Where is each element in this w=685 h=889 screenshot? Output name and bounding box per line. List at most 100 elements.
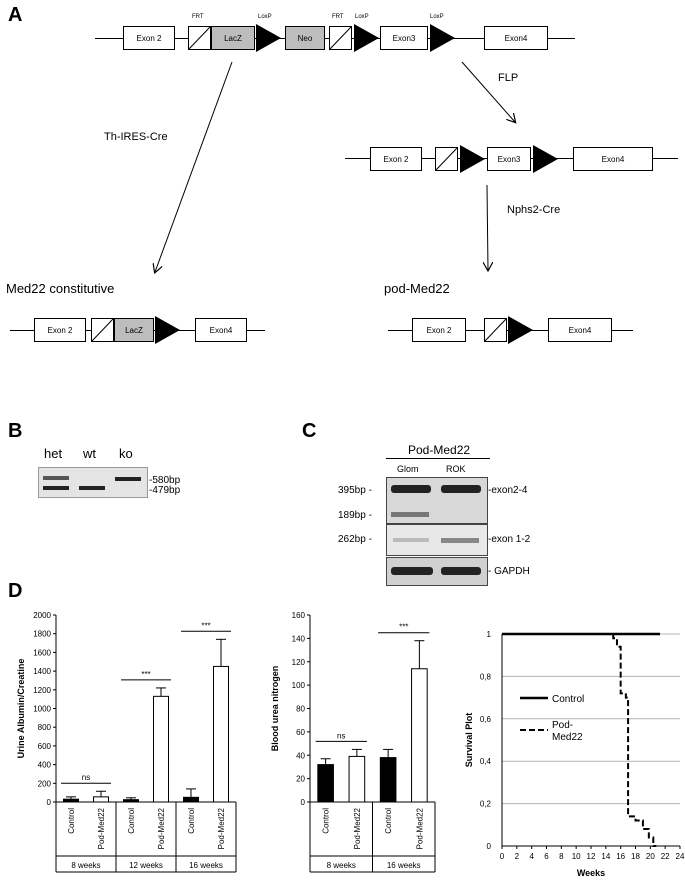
bun-group-label: 8 weeks: [327, 861, 356, 870]
band-wt: [79, 486, 105, 490]
mid-frt-icon: [435, 147, 458, 171]
label-exon1-2: -exon 1-2: [488, 534, 531, 545]
urine-bar: [153, 695, 169, 803]
survival-ytick-label: 1: [487, 630, 492, 639]
bun-ytick-label: 40: [296, 751, 305, 760]
survival-xtick-label: 4: [529, 852, 534, 861]
band-rok-395: [441, 485, 481, 493]
bun-ytick-label: 0: [301, 798, 306, 807]
bun-category-label: Pod-Med22: [353, 807, 362, 849]
urine-ytick-label: 600: [38, 742, 52, 751]
bun-ytick-label: 100: [292, 681, 306, 690]
band-rok-262: [441, 538, 479, 543]
pod-med22-underline: [386, 458, 490, 459]
survival-xtick-label: 0: [500, 852, 505, 861]
survival-xtick-label: 24: [676, 852, 685, 861]
urine-category-label: Control: [187, 808, 196, 834]
survival-ytick-label: 0,2: [480, 800, 492, 809]
flp-label: FLP: [498, 72, 519, 84]
label-exon2-4: -exon2-4: [488, 485, 528, 496]
urine-ytick-label: 400: [38, 761, 52, 770]
label-gapdh: - GAPDH: [488, 566, 530, 577]
bun-ytick-label: 60: [296, 728, 305, 737]
survival-ytick-label: 0: [487, 842, 492, 851]
urine-category-label: Pod-Med22: [217, 807, 226, 849]
survival-xtick-label: 16: [616, 852, 625, 861]
pod-exon4-box: Exon4: [548, 318, 612, 342]
survival-xtick-label: 14: [601, 852, 610, 861]
urine-ytick-label: 1000: [33, 705, 51, 714]
gel-c-2: [386, 524, 488, 556]
panel-letter-c: C: [302, 420, 317, 442]
urine-bar: [63, 798, 79, 803]
mid-exon4-box: Exon4: [573, 147, 653, 171]
survival-xtick-label: 2: [515, 852, 520, 861]
survival-xtick-label: 8: [559, 852, 564, 861]
survival-xlabel: Weeks: [577, 868, 605, 878]
panel-a-arrows: [0, 61, 685, 300]
urine-bar: [213, 665, 229, 803]
urine-ytick-label: 800: [38, 723, 52, 732]
size-189: 189bp -: [338, 510, 372, 521]
pod-med22-header: Pod-Med22: [408, 443, 471, 457]
gel-c-3: [386, 557, 488, 586]
pod-loxp-icon: [508, 316, 533, 344]
lane-rok: ROK: [446, 464, 466, 474]
size-479: -479bp: [149, 485, 181, 496]
survival-xtick-label: 18: [631, 852, 640, 861]
urine-category-label: Control: [67, 808, 76, 834]
band-glom-189: [391, 512, 429, 517]
pod-frt-icon: [484, 318, 507, 342]
size-262: 262bp -: [338, 534, 372, 545]
bun-ytick-label: 120: [292, 658, 306, 667]
bun-ytick-label: 80: [296, 705, 305, 714]
panel-letter-d: D: [8, 580, 23, 602]
mid-exon2-box: Exon 2: [370, 147, 422, 171]
urine-ytick-label: 0: [47, 798, 52, 807]
gel-b: [38, 467, 148, 498]
bun-bar: [411, 668, 428, 803]
urine-ytick-label: 2000: [33, 611, 51, 620]
urine-ytick-label: 1600: [33, 648, 51, 657]
band-glom-262: [393, 538, 429, 542]
survival-ytick-label: 0,6: [480, 715, 492, 724]
th-ires-cre-label: Th-IRES-Cre: [104, 131, 168, 143]
pod-med22-title: pod-Med22: [384, 281, 450, 296]
top-frt1-label: FRT: [192, 14, 204, 20]
top-exon3-box: Exon3: [380, 26, 428, 50]
bun-bar: [348, 755, 366, 803]
size-395: 395bp -: [338, 485, 372, 496]
constitutive-title: Med22 constitutive: [6, 281, 115, 296]
urine-category-label: Control: [127, 808, 136, 834]
mid-loxp1-icon: [460, 145, 485, 173]
top-neo-box: Neo: [285, 26, 325, 50]
constitutive-loxp-icon: [155, 316, 180, 344]
top-frt2-icon: [329, 26, 352, 50]
top-frt1-icon: [188, 26, 211, 50]
urine-category-label: Pod-Med22: [97, 807, 106, 849]
urine-ytick-label: 1200: [33, 686, 51, 695]
bun-significance-label: ***: [399, 623, 408, 632]
bun-ylabel: Blood urea nitrogen: [270, 666, 280, 752]
bun-bar: [317, 764, 334, 803]
bun-significance-label: ns: [337, 731, 345, 740]
urine-ytick-label: 200: [38, 779, 52, 788]
survival-ylabel: Survival Plot: [464, 713, 474, 768]
survival-legend-label: Med22: [552, 732, 583, 743]
survival-xtick-label: 6: [544, 852, 549, 861]
urine-group-label: 8 weeks: [71, 861, 100, 870]
bun-ytick-label: 20: [296, 775, 305, 784]
survival-xtick-label: 10: [572, 852, 581, 861]
urine-bar: [93, 796, 109, 803]
bun-group-label: 16 weeks: [387, 861, 421, 870]
urine-group-label: 16 weeks: [189, 861, 223, 870]
band-ko: [115, 477, 141, 481]
survival-ytick-label: 0,4: [480, 757, 492, 766]
gel-c-1: [386, 477, 488, 524]
top-loxp1-label: LoxP: [258, 14, 272, 20]
survival-xtick-label: 20: [646, 852, 655, 861]
top-loxp3-label: LoxP: [430, 14, 444, 20]
mid-loxp2-icon: [533, 145, 558, 173]
urine-significance-label: ns: [82, 773, 90, 782]
